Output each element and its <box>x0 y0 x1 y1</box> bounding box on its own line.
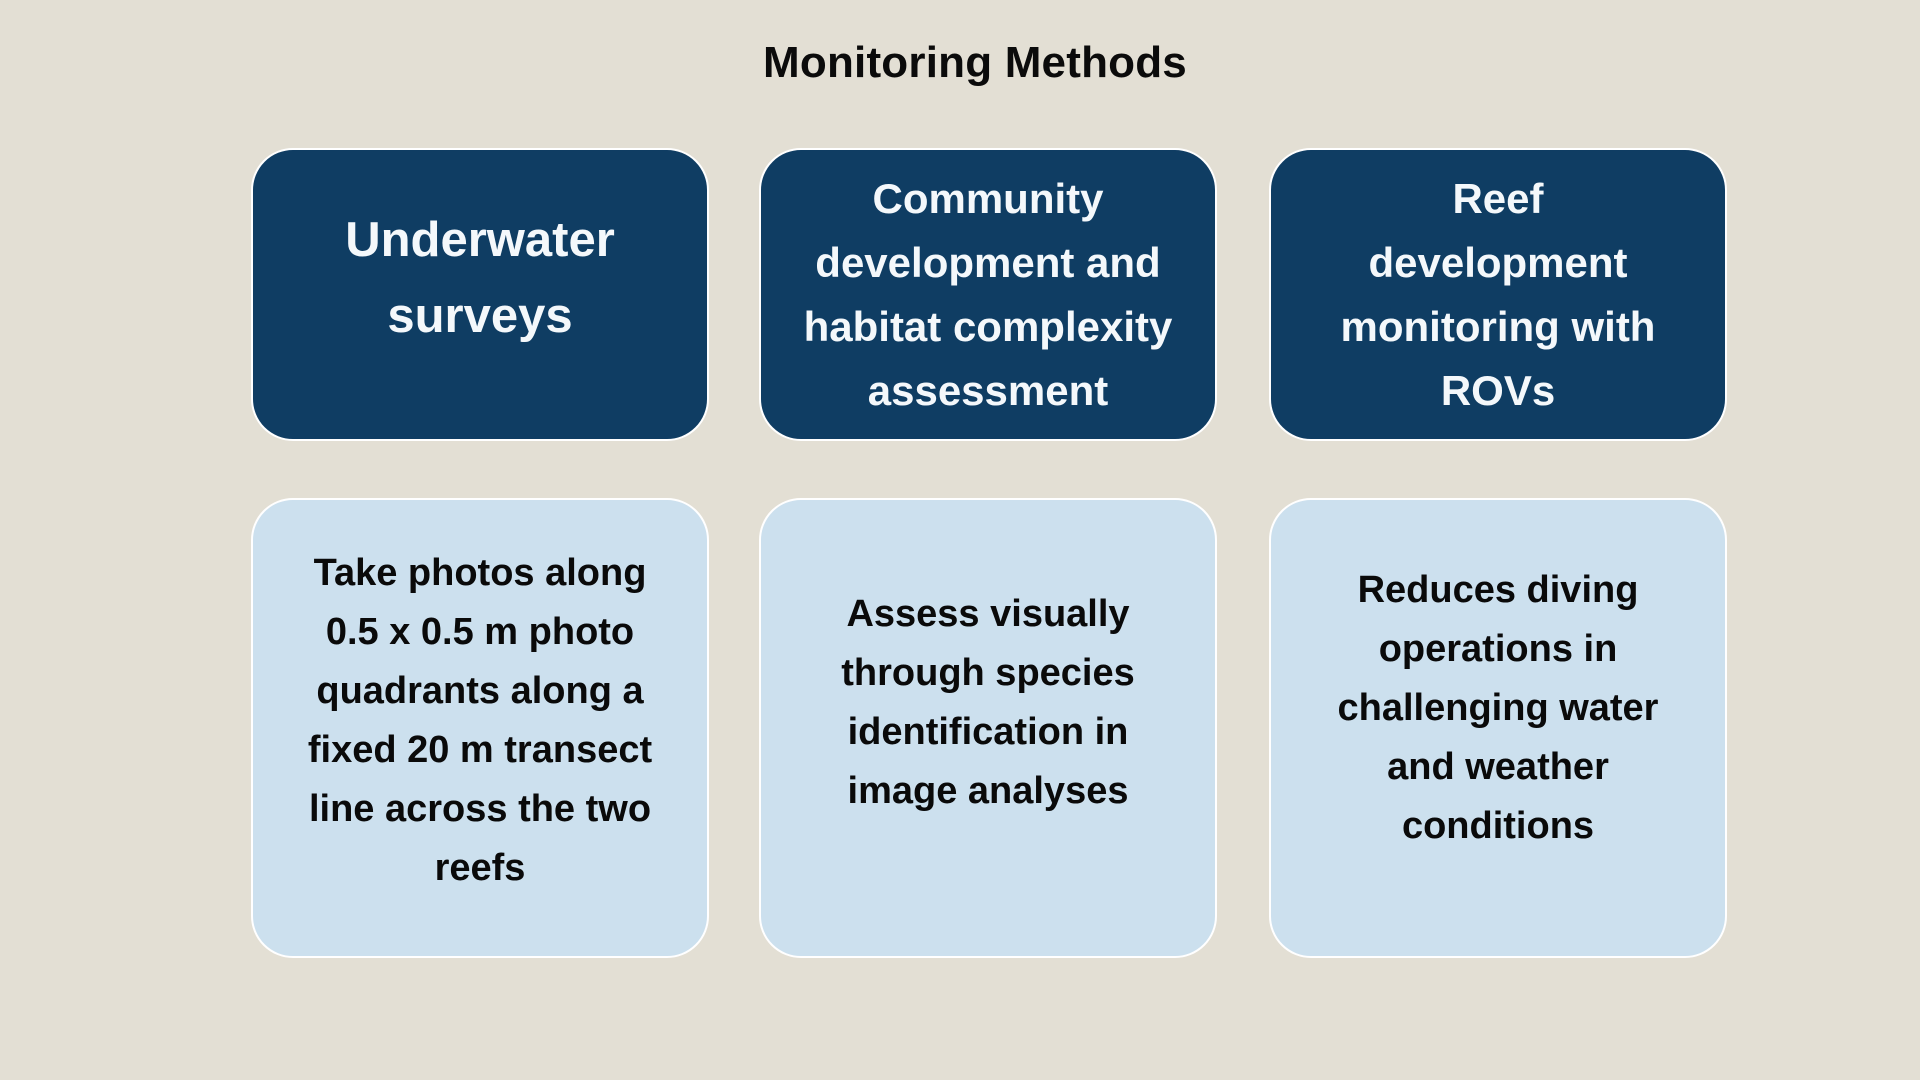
method-heading: Underwater surveys <box>345 212 615 343</box>
method-card-community-development: Community development and habitat comple… <box>759 148 1217 441</box>
method-description: Reduces diving operations in challenging… <box>1337 568 1659 847</box>
method-heading: Reef development monitoring with ROVs <box>1340 174 1656 414</box>
method-description: Take photos along 0.5 x 0.5 m photo quad… <box>307 552 653 889</box>
method-card-underwater-surveys: Underwater surveys <box>251 148 709 441</box>
method-description: Assess visually through species identifi… <box>841 593 1135 812</box>
page-title: Monitoring Methods <box>763 38 1187 87</box>
description-card-community-development: Assess visually through species identifi… <box>759 498 1217 958</box>
description-card-underwater-surveys: Take photos along 0.5 x 0.5 m photo quad… <box>251 498 709 958</box>
description-card-reef-development-rov: Reduces diving operations in challenging… <box>1269 498 1727 958</box>
method-heading: Community development and habitat comple… <box>803 174 1173 414</box>
method-card-reef-development-rov: Reef development monitoring with ROVs <box>1269 148 1727 441</box>
